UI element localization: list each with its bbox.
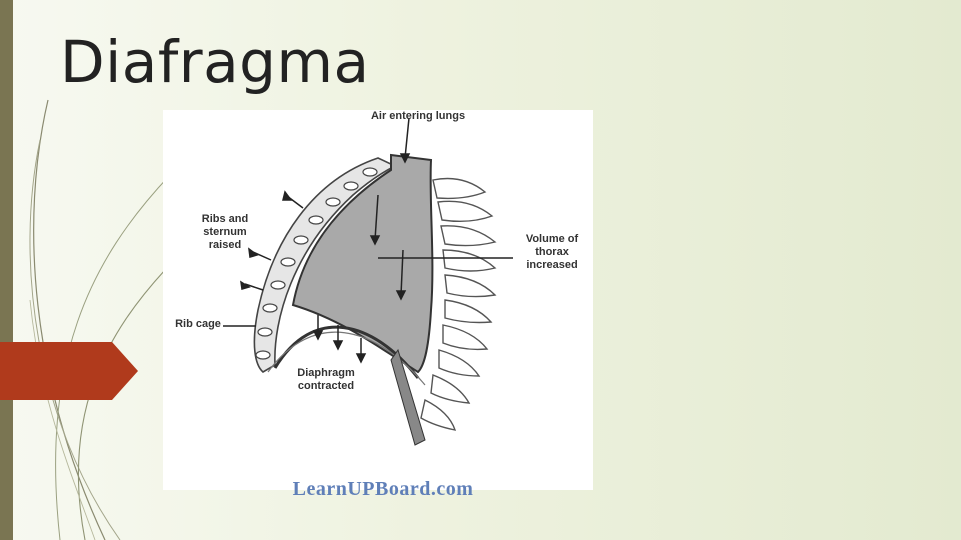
slide-title: Diafragma	[60, 28, 370, 96]
label-ribs-sternum-raised: Ribs and sternum raised	[201, 213, 249, 251]
label-rib-cage: Rib cage	[175, 318, 221, 330]
label-diaphragm-contracted: Diaphragm contracted	[297, 367, 355, 392]
spine-shape	[420, 177, 497, 431]
watermark-logo: LearnUPBoard.com	[292, 478, 474, 500]
label-air-entering-lungs: Air entering lungs	[370, 110, 466, 122]
left-accent-bar	[0, 0, 13, 540]
thorax-diagram: Air entering lungs Ribs and sternum rais…	[163, 110, 593, 500]
label-volume-thorax-increased: Volume of thorax increased	[525, 233, 579, 271]
arrow-marker	[0, 342, 138, 400]
thorax-illustration	[223, 117, 513, 446]
